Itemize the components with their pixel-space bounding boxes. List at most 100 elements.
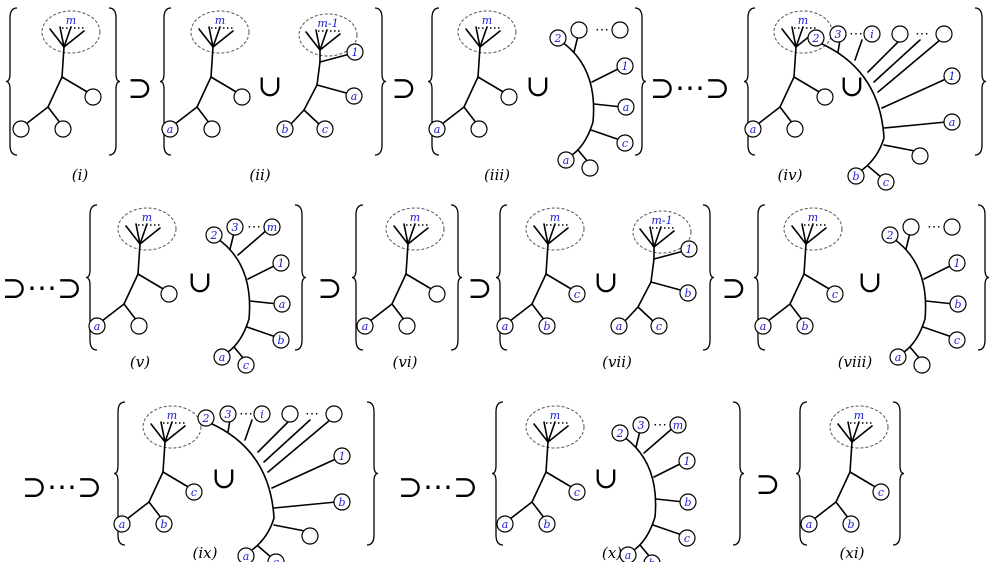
leaf-label: a: [502, 518, 509, 531]
leaf-node: [428, 285, 446, 303]
labeled-leaf-node: [155, 515, 173, 533]
edge: [813, 501, 837, 520]
edge: [162, 471, 191, 489]
group-label: m: [482, 14, 492, 27]
edge: [547, 227, 569, 245]
superset-symbol: ⊃: [755, 467, 780, 502]
edge: [305, 31, 321, 51]
labeled-leaf-node: [877, 173, 895, 191]
edge: [246, 326, 277, 338]
edge: [101, 303, 125, 322]
labeled-leaf-node: [219, 405, 237, 423]
labeled-leaf-node: [538, 515, 556, 533]
leaf-label: a: [625, 549, 632, 562]
labeled-leaf-node: [253, 405, 271, 423]
dashed-group-oval: [632, 210, 692, 254]
edge: [244, 419, 253, 441]
right-brace: [374, 7, 387, 156]
union-symbol: ∪: [211, 461, 236, 496]
leaf-node: [570, 21, 588, 39]
panel-caption: (x): [602, 544, 622, 562]
edge: [208, 26, 214, 48]
edge: [63, 26, 72, 48]
panel-brackets: (v): [85, 204, 307, 371]
edge: [407, 227, 429, 245]
panel-brackets: (i): [5, 7, 121, 184]
edge: [148, 471, 164, 503]
left-tree: ma: [356, 207, 446, 335]
leaf-label: 1: [954, 257, 961, 270]
edge: [849, 471, 878, 489]
edge: [247, 264, 277, 280]
leaf-label: b: [543, 518, 550, 531]
edge: [791, 26, 797, 48]
labeled-leaf-node: [826, 285, 844, 303]
leaf-node: [470, 120, 488, 138]
leaf-label: i: [260, 408, 264, 421]
edge: [635, 430, 641, 448]
ellipsis: ⋯: [247, 219, 261, 235]
superset-symbol: ⊃: [127, 71, 152, 106]
leaf-node: [130, 317, 148, 335]
leaf-label: a: [351, 90, 358, 103]
dashed-group-oval: [142, 405, 202, 449]
labeled-leaf-node: [333, 447, 351, 465]
labeled-leaf-node: [272, 331, 290, 349]
edge: [835, 471, 851, 503]
leaf-label: c: [574, 486, 580, 499]
leaf-label: b: [847, 518, 854, 531]
labeled-leaf-node: [872, 483, 890, 501]
labeled-leaf-node: [333, 493, 351, 511]
leaf-label: a: [760, 320, 767, 333]
edge: [650, 281, 685, 292]
left-tree: ma: [428, 10, 518, 138]
union-symbol: ∪: [257, 69, 282, 104]
leaf-label: 1: [684, 455, 691, 468]
edge: [803, 243, 807, 275]
panel-caption: (ix): [193, 544, 218, 562]
edge: [316, 84, 351, 95]
edge: [573, 35, 579, 53]
leaf-label: c: [191, 486, 197, 499]
edge: [590, 129, 621, 141]
labeled-leaf-node: [680, 240, 698, 258]
edge: [533, 423, 549, 443]
edge: [303, 84, 318, 111]
edge: [867, 165, 883, 179]
labeled-leaf-node: [889, 348, 907, 366]
labeled-leaf-node: [796, 317, 814, 335]
leaf-label: a: [167, 123, 174, 136]
edge: [757, 106, 781, 125]
edge: [509, 303, 533, 322]
edge: [257, 419, 291, 453]
dashed-group-oval: [298, 13, 358, 57]
superset-chain: ⊃⋯⊃: [2, 271, 82, 306]
leaf-label: 2: [210, 229, 218, 242]
edge: [369, 303, 393, 322]
edge: [655, 498, 685, 503]
edge: [779, 106, 794, 125]
right-brace: [702, 204, 715, 351]
edge: [653, 250, 685, 260]
labeled-leaf-node: [496, 515, 514, 533]
dashed-group-oval: [385, 207, 445, 251]
superset-symbol: ⊃: [317, 271, 342, 306]
edge: [303, 109, 321, 126]
right-brace: [892, 401, 905, 546]
edge: [237, 228, 269, 256]
superset-symbol: ⊃: [391, 71, 416, 106]
left-brace: [495, 204, 508, 351]
superset-chain: ⊃⋯⊃: [398, 470, 478, 505]
right-brace: [634, 7, 647, 156]
edge: [59, 26, 65, 48]
right-brace: [732, 401, 745, 546]
edge: [531, 471, 547, 503]
edge: [319, 29, 328, 51]
labeled-leaf-node: [345, 87, 363, 105]
edge: [479, 26, 488, 48]
